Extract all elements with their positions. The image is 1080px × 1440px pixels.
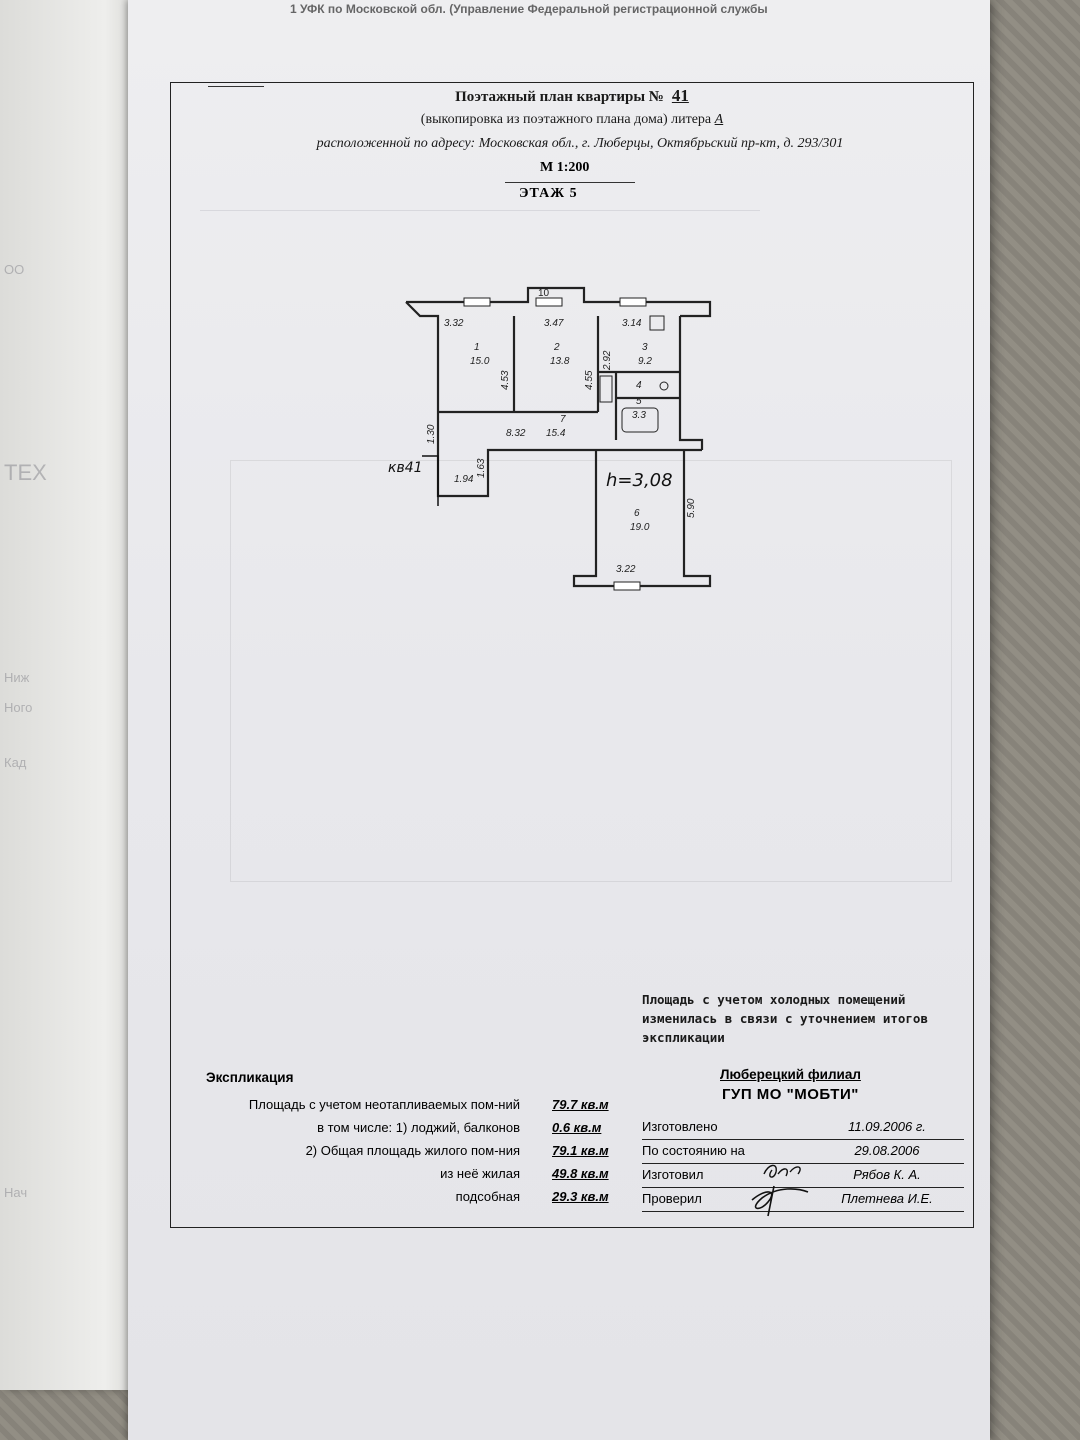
apartment-number: 41 [671, 86, 689, 105]
dim-label: 1.94 [454, 474, 474, 485]
plan-wall [572, 450, 712, 588]
apartment-mark: кв41 [388, 460, 423, 476]
room-area: 19.0 [630, 522, 650, 533]
plan-outer-wall [406, 286, 712, 318]
branch-name: Люберецкий филиал [720, 1067, 861, 1082]
room-area: 3.3 [632, 410, 646, 421]
address-line: расположенной по адресу: Московская обл.… [316, 136, 844, 151]
dim-label: 5.90 [686, 498, 697, 518]
dim-label: 3.32 [444, 318, 464, 329]
bathtub-fixture [621, 407, 659, 433]
room-number: 7 [560, 414, 566, 425]
document-sheet [128, 0, 990, 1440]
dim-label: 3.14 [622, 318, 642, 329]
area-change-note: Площадь с учетом холодных помещений изме… [642, 992, 928, 1045]
dim-label: 3.47 [544, 318, 564, 329]
frame-tick [208, 86, 264, 87]
document-frame [170, 82, 974, 1228]
height-mark: h=3,08 [606, 470, 673, 491]
organization-name: ГУП МО "МОБТИ" [722, 1086, 859, 1103]
window [619, 297, 647, 307]
litera: А [714, 112, 724, 127]
room-area: 15.4 [546, 428, 566, 439]
room-area: 15.0 [470, 356, 490, 367]
room-number: 2 [553, 342, 560, 353]
dim-label: 4.55 [584, 370, 595, 390]
room-number: 1 [474, 342, 480, 353]
floor-label: ЭТАЖ 5 [519, 186, 578, 201]
shaft-fixture [599, 375, 613, 403]
window [613, 581, 641, 591]
toilet-fixture [659, 381, 669, 391]
scale-label: М 1:200 [540, 160, 590, 175]
signature [751, 1164, 809, 1217]
window [535, 297, 563, 307]
page-subtitle: (выкопировка из поэтажного плана дома) л… [420, 112, 724, 127]
room-number: 4 [636, 380, 642, 391]
scale-underline [505, 182, 635, 183]
window [463, 297, 491, 307]
top-strip-text: 1 УФК по Московской обл. (Управление Фед… [290, 2, 768, 16]
apartment-mark-bracket [422, 455, 439, 506]
room-number: 6 [634, 508, 640, 519]
room-area: 9.2 [638, 356, 652, 367]
room-number: 5 [636, 396, 642, 407]
dim-label: 1.63 [476, 458, 487, 478]
dim-label: 3.22 [616, 564, 636, 575]
dim-label: 8.32 [506, 428, 526, 439]
dim-label: 2.92 [602, 350, 613, 371]
show-through-text [200, 210, 760, 301]
dim-label: 4.53 [500, 370, 511, 390]
explication-heading: Экспликация [206, 1070, 294, 1085]
floor-plan: 10 3.32 3.47 3.14 1 15.0 2 13.8 3 9.2 4 … [388, 286, 712, 591]
room-area: 13.8 [550, 356, 570, 367]
stove-fixture [649, 315, 665, 331]
plan-outer-wall [678, 316, 704, 450]
room-number: 3 [642, 342, 648, 353]
dim-label: 10 [538, 288, 550, 299]
dim-label: 1.30 [426, 424, 437, 444]
previous-page-edge: ОО ТЕХ Ниж Ного Кад Нач [0, 0, 150, 1390]
show-through-table [230, 460, 952, 882]
